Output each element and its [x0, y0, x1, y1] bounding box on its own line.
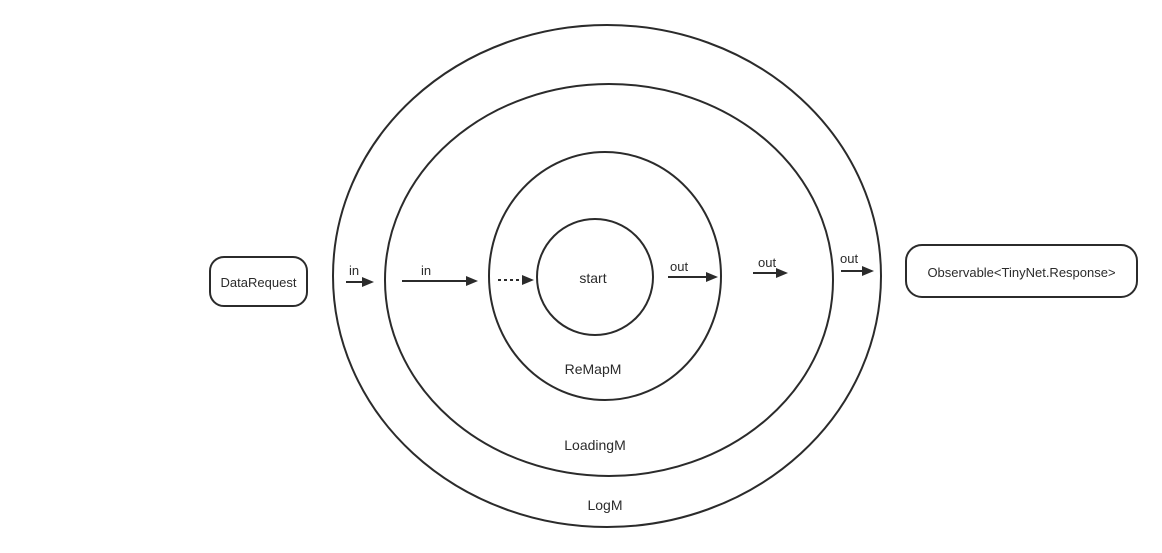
loading-layer-label: LoadingM [564, 437, 626, 453]
out-arrow-inner: out [668, 259, 718, 282]
in-arrow-outer-label: in [349, 263, 359, 278]
in-arrow-middle-label: in [421, 263, 431, 278]
out-arrow-outer-label: out [840, 251, 858, 266]
out-arrow-inner-label: out [670, 259, 688, 274]
out-arrow-middle-label: out [758, 255, 776, 270]
out-arrow-outer: out [840, 251, 874, 276]
out-arrow-middle: out [753, 255, 788, 278]
core-start-circle [536, 218, 654, 336]
log-layer-ring [332, 24, 882, 528]
observable-response-label: Observable<TinyNet.Response> [927, 265, 1115, 280]
remap-layer-ring [488, 151, 722, 401]
observable-response-node [905, 244, 1138, 298]
in-arrow-outer: in [346, 263, 374, 287]
remap-layer-label: ReMapM [565, 361, 622, 377]
loading-layer-ring [384, 83, 834, 477]
data-request-label: DataRequest [221, 275, 297, 290]
in-arrow-inner-dotted [498, 275, 534, 285]
data-request-node [209, 256, 308, 307]
log-layer-label: LogM [587, 497, 622, 513]
in-arrow-middle: in [402, 263, 478, 286]
core-start-label: start [579, 270, 606, 286]
